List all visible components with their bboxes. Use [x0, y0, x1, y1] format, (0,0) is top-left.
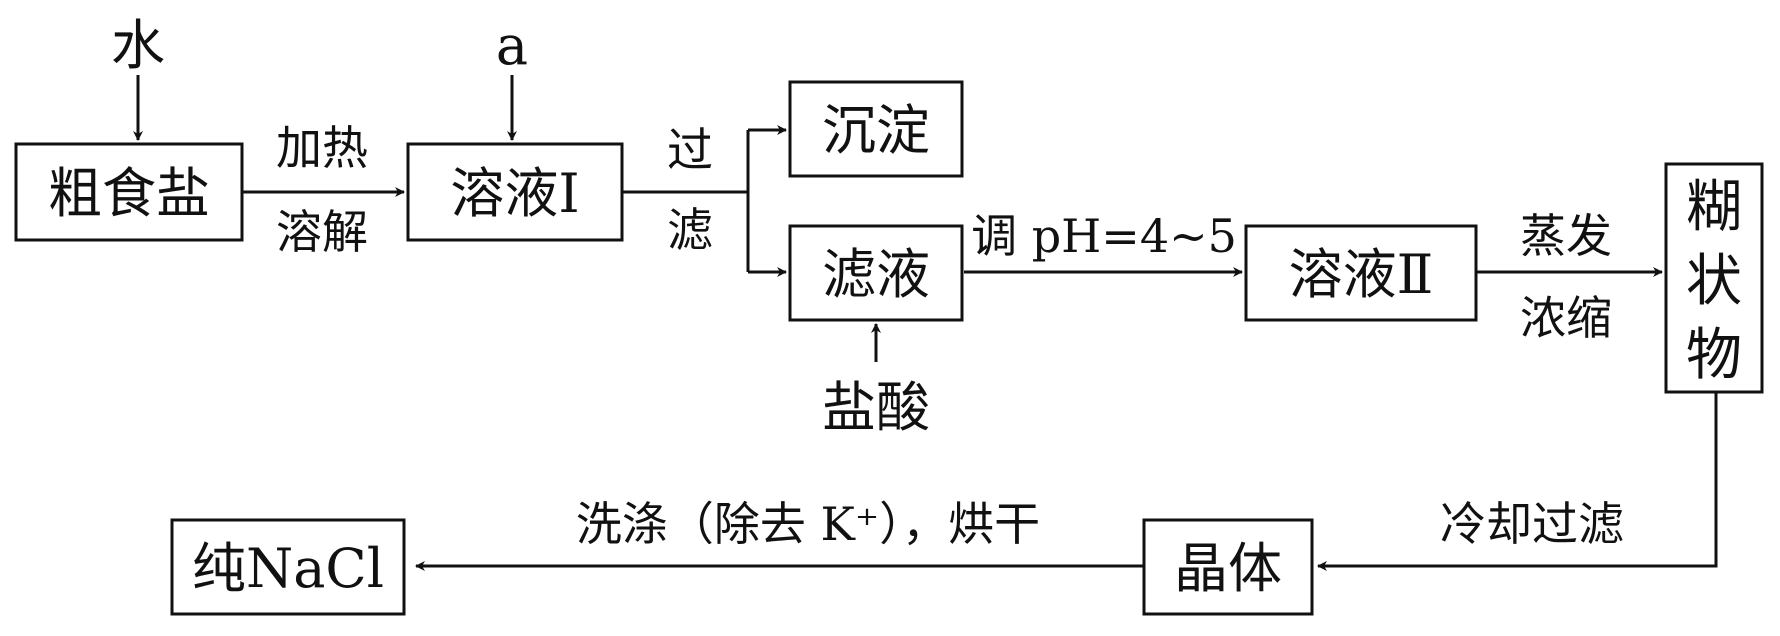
filtrate-box: [788, 224, 964, 322]
concentrate-label: 浓缩: [1520, 291, 1612, 345]
wash-dry-label: 洗涤（除去 K⁺），烘干: [576, 497, 1040, 551]
precipitate-box: [788, 80, 964, 178]
solution-2-label: 溶液Ⅱ: [1289, 243, 1434, 306]
solution-2-box: [1244, 224, 1478, 322]
reagent-a-label: a: [496, 14, 528, 77]
solution-1-label: 溶液Ⅰ: [450, 162, 579, 225]
adjust-ph-label: 调 pH=4~5: [971, 209, 1237, 263]
solution-1-box: [406, 142, 624, 242]
crystal-label: 晶体: [1174, 537, 1282, 600]
paste-label-char-1: 糊: [1686, 175, 1742, 240]
evaporate-label: 蒸发: [1520, 209, 1612, 263]
arrow-paste-to-crystal: [1317, 392, 1718, 571]
precipitate-label: 沉淀: [822, 99, 930, 162]
filter-label-top: 过: [667, 123, 713, 177]
filtrate-label: 滤液: [822, 243, 930, 306]
paste-label-char-3: 物: [1686, 323, 1742, 388]
paste-box: [1664, 162, 1764, 394]
paste-label-char-2: 状: [1686, 249, 1742, 314]
crude-salt-label: 粗食盐: [48, 162, 210, 225]
crude-salt-box: [14, 142, 244, 242]
hydrochloric-acid-label: 盐酸: [822, 376, 930, 439]
water-input-label: 水: [111, 14, 165, 77]
pure-nacl-box: [170, 518, 406, 616]
heat-label: 加热: [276, 121, 368, 175]
cool-filter-label: 冷却过滤: [1440, 497, 1624, 551]
filter-label-bottom: 滤: [667, 203, 713, 257]
pure-nacl-label: 纯NaCl: [192, 537, 384, 600]
crystal-box: [1142, 518, 1314, 616]
dissolve-label: 溶解: [276, 205, 368, 259]
